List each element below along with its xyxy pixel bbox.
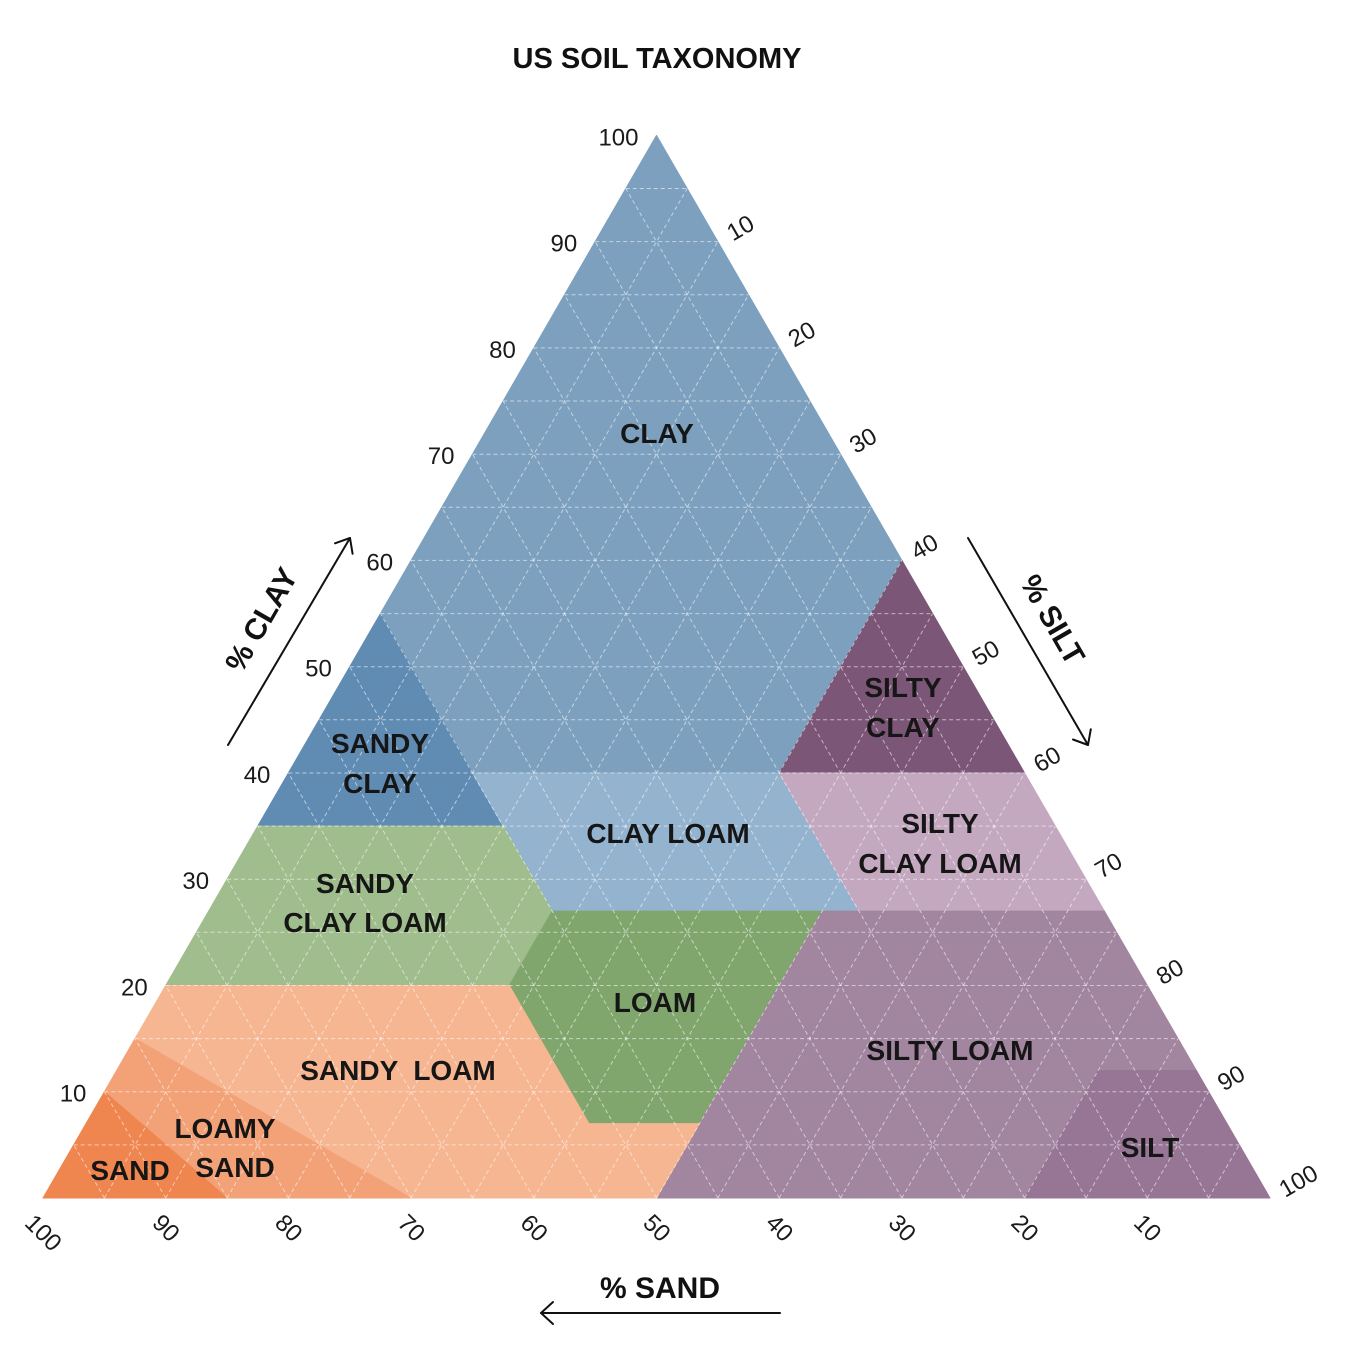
silt-grid-line (778, 772, 1026, 1199)
region-label-sandy-clay-loam-line-1: SANDY (316, 868, 414, 899)
region-label-clay-loam: CLAY LOAM (586, 818, 749, 849)
sand-grid-line (226, 878, 412, 1199)
clay-tick-label: 30 (182, 868, 209, 895)
sand-grid-line (625, 188, 1210, 1199)
clay-tick-label: 50 (305, 656, 332, 683)
clay-tick-label: 90 (550, 231, 577, 258)
clay-tick-label: 10 (60, 1081, 87, 1108)
triangle-grid (73, 188, 1240, 1199)
silt-grid-line (656, 666, 964, 1199)
region-label-sandy-loam: SANDY LOAM (300, 1055, 496, 1086)
silt-grid-line (1085, 1038, 1179, 1199)
silt-grid-line (962, 932, 1118, 1199)
silt-grid-line (349, 400, 811, 1199)
sand-grid-line (349, 666, 657, 1199)
sand-grid-line (318, 719, 596, 1199)
sand-grid-line (165, 985, 289, 1199)
silt-grid-line (1208, 1144, 1240, 1199)
region-labels: CLAY SANDY CLAY SILTY CLAY CLAY LOAM SIL… (90, 418, 1179, 1186)
chart-title: US SOIL TAXONOMY (513, 43, 802, 75)
clay-tick-label: 40 (244, 762, 271, 789)
region-label-sandy-clay-line-1: SANDY (331, 728, 429, 759)
silt-grid-line (901, 878, 1087, 1199)
sand-grid-line (73, 1144, 105, 1199)
region-label-silty-clay-line-1: SILTY (864, 672, 942, 703)
sand-axis-arrow (540, 1301, 781, 1325)
region-label-silty-clay-loam-line-2: CLAY LOAM (858, 848, 1021, 879)
region-label-sandy-clay-loam-line-2: CLAY LOAM (283, 907, 446, 938)
sand-grid-line (379, 613, 719, 1199)
clay-tick-label: 70 (428, 443, 455, 470)
sand-grid-line (257, 825, 473, 1199)
silt-grid-line (1024, 985, 1148, 1199)
region-label-loamy-sand-line-2: SAND (195, 1152, 274, 1183)
silt-axis-arrow (967, 537, 1092, 746)
region-label-loam: LOAM (614, 987, 696, 1018)
region-label-silty-loam: SILTY LOAM (867, 1035, 1034, 1066)
silt-grid-line (103, 188, 688, 1199)
sand-axis-title: % SAND (600, 1272, 720, 1305)
region-label-silty-clay-loam-line-1: SILTY (901, 808, 979, 839)
clay-tick-label: 60 (366, 549, 393, 576)
sand-grid-line (502, 400, 964, 1199)
clay-tick-label: 80 (489, 337, 516, 364)
silt-grid-line (226, 294, 749, 1199)
sand-grid-line (287, 772, 535, 1199)
silt-grid-line (840, 825, 1056, 1199)
region-label-silty-clay-line-2: CLAY (866, 712, 940, 743)
clay-tick-label: 100 (598, 124, 638, 151)
clay-tick-label: 20 (121, 975, 148, 1002)
sand-grid-line (134, 1038, 228, 1199)
sand-grid-line (564, 294, 1087, 1199)
clay-axis-arrow (227, 537, 354, 746)
region-label-sand: SAND (90, 1155, 169, 1186)
region-label-sandy-clay-line-2: CLAY (343, 768, 417, 799)
region-label-clay: CLAY (620, 418, 694, 449)
region-label-loamy-sand-line-1: LOAMY (174, 1113, 275, 1144)
sand-grid-line (195, 932, 351, 1199)
region-label-silt: SILT (1121, 1132, 1180, 1163)
silt-grid-line (717, 719, 995, 1199)
silt-grid-line (594, 613, 934, 1199)
